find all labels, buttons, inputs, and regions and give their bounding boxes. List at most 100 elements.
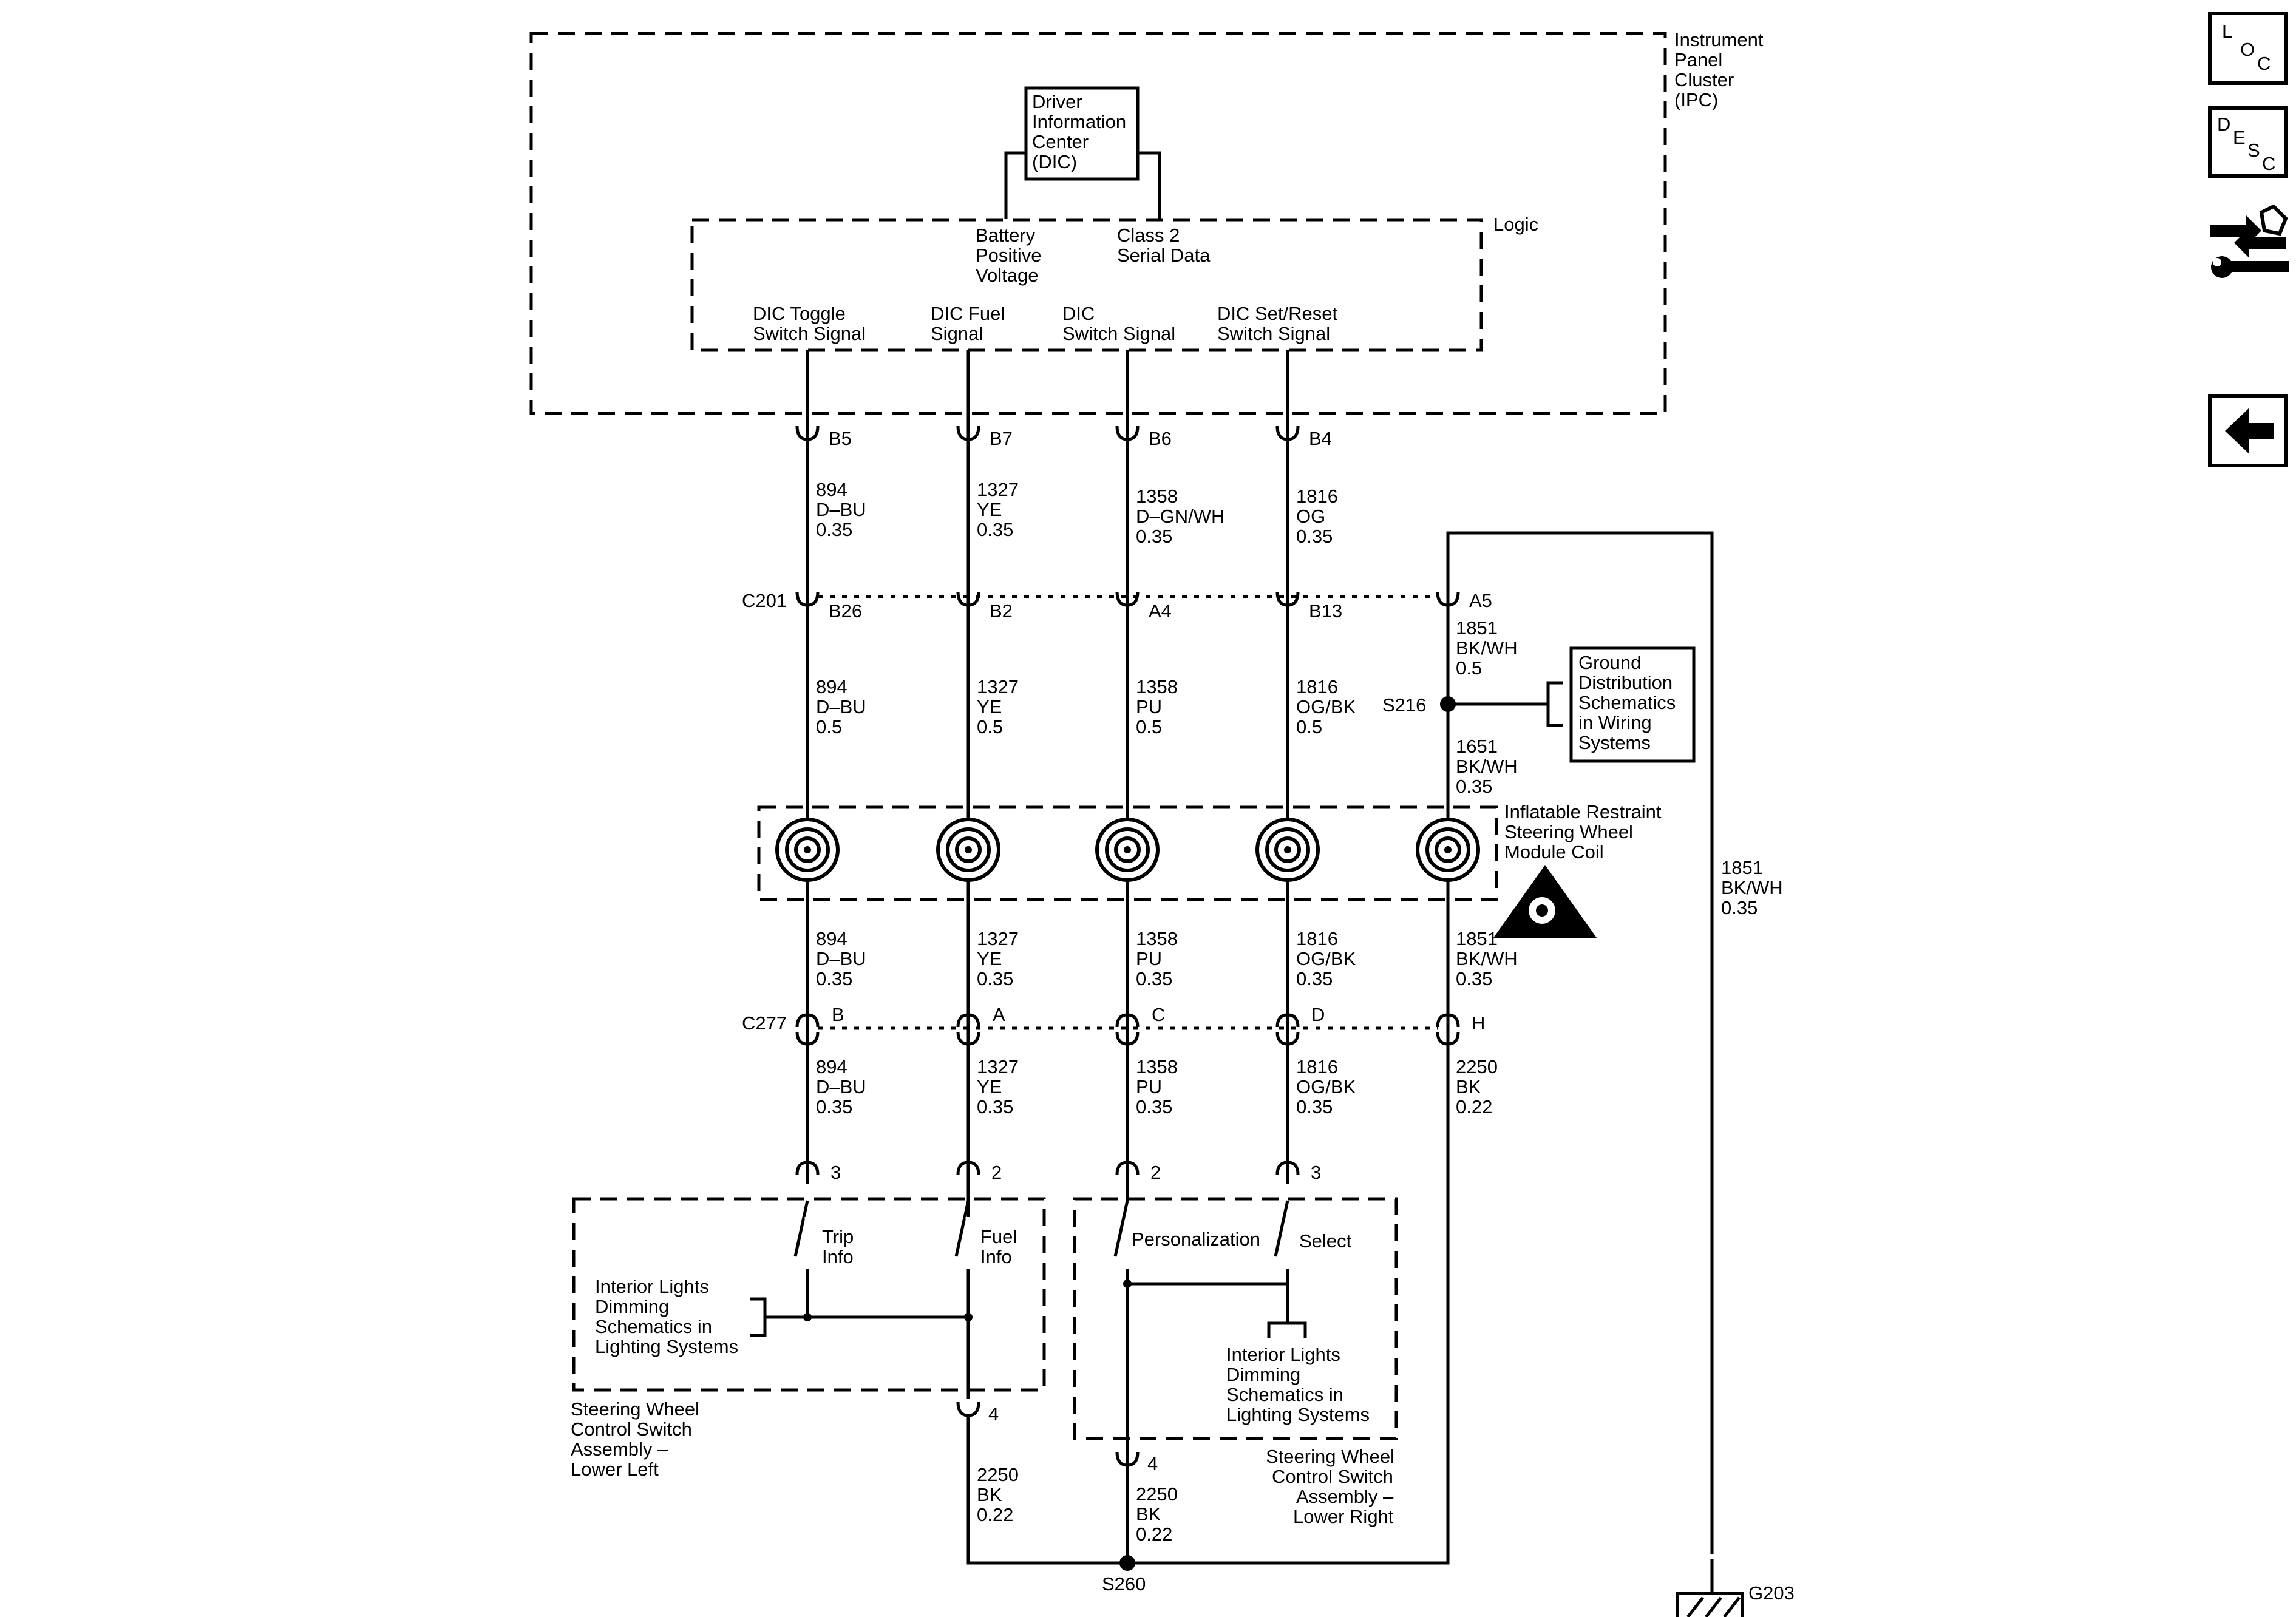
wire-label-1816-a: 1816 OG 0.35 [1296, 486, 1343, 547]
dic-box [1024, 86, 1140, 181]
c277-pin-b: B [832, 1004, 844, 1025]
ild-right-label[interactable]: Interior Lights Dimming Schematics in Li… [1226, 1344, 1370, 1425]
switch-assembly-right-label: Steering Wheel Control Switch Assembly –… [1266, 1446, 1400, 1527]
switch-label-select: Select [1299, 1230, 1352, 1252]
logic-outline [690, 218, 1483, 352]
wire-label-1816-b: 1816 OG/BK 0.5 [1296, 676, 1361, 737]
ild-left-label[interactable]: Interior Lights Dimming Schematics in Li… [595, 1276, 738, 1357]
wire-label-1851-a5: 1851 BK/WH 0.5 [1456, 617, 1523, 679]
desc-letter-s: S [2247, 140, 2260, 161]
wire-label-2250-right: 2250 BK 0.22 [1136, 1483, 1183, 1545]
c201-pin-b2: B2 [990, 600, 1013, 622]
signal-label-setreset: DIC Set/Reset Switch Signal [1217, 303, 1343, 344]
c201-label: C201 [742, 590, 787, 611]
wire-label-1327-c: 1327 YE 0.35 [977, 928, 1024, 989]
wire-label-1851-g203: 1851 BK/WH 0.35 [1721, 857, 1788, 918]
wire-label-894-c: 894 D–BU 0.35 [816, 928, 871, 989]
wire-label-1358-c: 1358 PU 0.35 [1136, 928, 1183, 989]
wire-label-1358-d: 1358 PU 0.35 [1136, 1056, 1183, 1117]
arrow-left-icon [2225, 408, 2274, 454]
ground-bus [966, 1044, 1450, 1565]
g203-label: G203 [1748, 1582, 1795, 1604]
switch-label-personalization: Personalization [1132, 1229, 1260, 1250]
switch-left-contacts [793, 1187, 971, 1399]
ipc-pin-b4: B4 [1309, 428, 1332, 449]
class2-label: Class 2 Serial Data [1117, 225, 1211, 266]
c201-pin-a5: A5 [1469, 590, 1492, 611]
wire-label-1358-b: 1358 PU 0.5 [1136, 676, 1183, 737]
wire-label-1816-c: 1816 OG/BK 0.35 [1296, 928, 1361, 989]
wire-label-2250-left: 2250 BK 0.22 [977, 1464, 1024, 1525]
wire-label-1851-c: 1851 BK/WH 0.35 [1456, 928, 1523, 989]
loc-letter-c: C [2257, 53, 2271, 74]
c277-pin-h: H [1472, 1012, 1485, 1034]
connector-wrench-icon[interactable] [2210, 204, 2289, 278]
splice-s260 [1119, 1555, 1135, 1571]
dic-battery-link [1004, 151, 1026, 219]
ground-g203-symbol [1676, 1572, 1744, 1617]
right-ild-bracket [1267, 1321, 1307, 1338]
desc-letter-c: C [2262, 153, 2275, 174]
signal-label-fuel: DIC Fuel Signal [931, 303, 1010, 344]
terminals [795, 425, 1460, 1467]
ipc-pin-b6: B6 [1149, 428, 1172, 449]
ipc-outline [529, 32, 1667, 415]
signal-label-switch: DIC Switch Signal [1062, 303, 1175, 344]
right-junction [1123, 1280, 1132, 1288]
c201-pin-a4: A4 [1149, 600, 1172, 622]
loc-letter-l: L [2222, 21, 2232, 42]
wire-label-894-d: 894 D–BU 0.35 [816, 1056, 871, 1117]
wire-label-894-a: 894 D–BU 0.35 [816, 479, 871, 540]
wire-label-894-b: 894 D–BU 0.5 [816, 676, 871, 737]
ipc-label: Instrument Panel Cluster (IPC) [1674, 29, 1768, 110]
c277-pin-d: D [1311, 1004, 1325, 1025]
switch-pin-trip: 3 [830, 1162, 841, 1183]
airbag-warning-icon [1493, 865, 1597, 938]
loc-letter-o: O [2240, 39, 2255, 60]
coil-label: Inflatable Restraint Steering Wheel Modu… [1504, 801, 1666, 863]
switch-assembly-right-outline [1073, 1197, 1398, 1440]
ipc-pin-b7: B7 [990, 428, 1013, 449]
ground-dist-bracket [1546, 681, 1563, 727]
pin4-left: 4 [988, 1403, 999, 1425]
wire-label-1327-d: 1327 YE 0.35 [977, 1056, 1024, 1117]
desc-button[interactable]: D E S C [2208, 106, 2288, 178]
c201-pin-b13: B13 [1309, 600, 1342, 622]
s216-label: S216 [1382, 694, 1426, 716]
s260-label: S260 [1102, 1573, 1146, 1595]
switch-assembly-left-outline [572, 1197, 1046, 1392]
desc-letter-e: E [2233, 127, 2246, 148]
switch-assembly-left-label: Steering Wheel Control Switch Assembly –… [571, 1398, 705, 1480]
c277-label: C277 [742, 1012, 787, 1034]
coil-spirals [775, 818, 1480, 882]
wire-label-1816-d: 1816 OG/BK 0.35 [1296, 1056, 1361, 1117]
switch-label-trip: Trip Info [822, 1226, 859, 1267]
wire-label-1327-b: 1327 YE 0.5 [977, 676, 1024, 737]
dic-label: Driver Information Center (DIC) [1032, 91, 1132, 172]
ground-dist-label: Ground Distribution Schematics in Wiring… [1578, 652, 1681, 753]
ipc-pin-b5: B5 [829, 428, 852, 449]
switch-pin-select: 3 [1311, 1162, 1321, 1183]
wire-label-1358-a: 1358 D–GN/WH 0.35 [1136, 486, 1230, 547]
wire-label-1651: 1651 BK/WH 0.35 [1456, 736, 1523, 797]
ground-dist-box[interactable] [1569, 646, 1696, 763]
desc-letter-d: D [2217, 114, 2230, 135]
switch-right-contacts [1113, 1200, 1291, 1451]
coil-outline [757, 805, 1498, 901]
switch-pin-fuel: 2 [991, 1162, 1002, 1183]
back-button[interactable] [2208, 394, 2288, 467]
switch-label-fuel: Fuel Info [980, 1226, 1022, 1267]
dic-class2-link [1138, 151, 1161, 219]
switch-pin-personalization: 2 [1150, 1162, 1161, 1183]
logic-label: Logic [1493, 214, 1538, 235]
left-junction-fuel [964, 1313, 973, 1321]
loc-button[interactable]: L O C [2208, 12, 2288, 85]
signal-label-toggle: DIC Toggle Switch Signal [753, 303, 866, 344]
battery-label: Battery Positive Voltage [976, 225, 1047, 286]
c277-pin-a: A [993, 1004, 1005, 1025]
left-ild-bracket [750, 1297, 767, 1337]
wire-label-1327-a: 1327 YE 0.35 [977, 479, 1024, 540]
pin4-right: 4 [1147, 1453, 1158, 1474]
left-junction-trip [803, 1313, 812, 1321]
